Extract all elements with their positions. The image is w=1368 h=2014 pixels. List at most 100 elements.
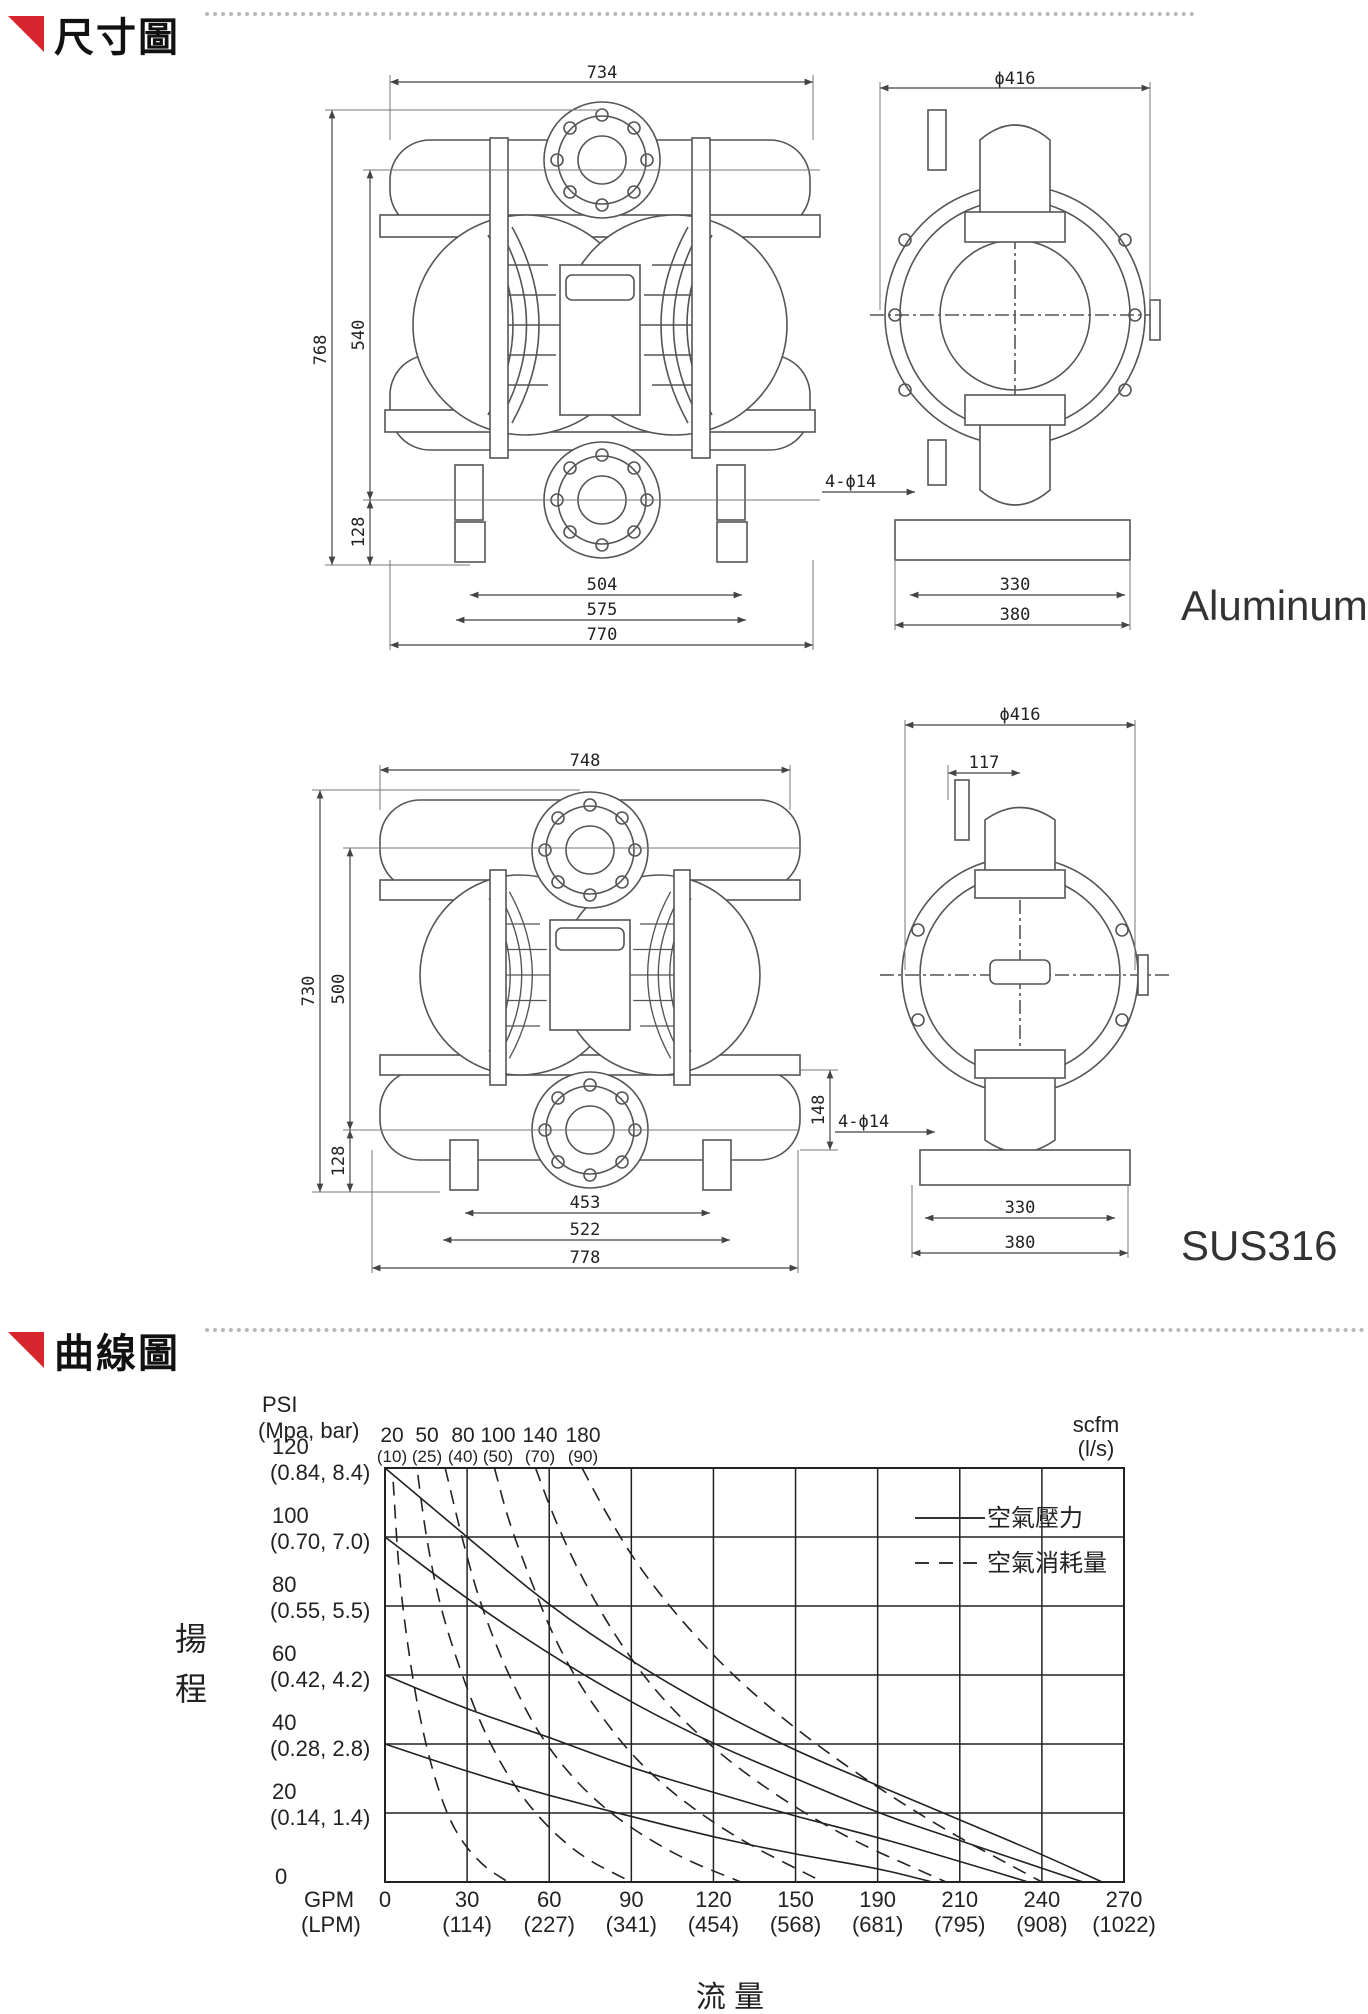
scfm-label: scfm [1073, 1412, 1119, 1437]
side-base [894, 519, 1131, 561]
y-tick-label: 60 [272, 1641, 296, 1666]
scfm-tick-label: 180 [565, 1424, 600, 1447]
x-tick-label: 190 [859, 1887, 896, 1912]
dim-768: 768 [311, 335, 331, 366]
scfm-tick-sublabel: (50) [483, 1447, 513, 1466]
sus316-front-view [379, 791, 801, 1191]
x-tick-sublabel: (454) [688, 1912, 739, 1937]
air-curve-0 [392, 1481, 509, 1883]
x-tick-sublabel: (908) [1016, 1912, 1067, 1937]
sus316-side-view [880, 779, 1170, 1186]
dim-453: 453 [570, 1193, 601, 1213]
dimensions-section-header: 尺寸圖 [0, 12, 180, 61]
sus316-side-dims: ϕ416 117 4-ϕ14 330 380 [835, 705, 1136, 1258]
x-tick-label: 210 [941, 1887, 978, 1912]
section-title: 尺寸圖 [54, 15, 180, 61]
dim-330: 330 [1000, 575, 1031, 595]
x-tick-label: 90 [619, 1887, 643, 1912]
sus316-front-dims: 748 730 500 128 148 453 522 778 [299, 751, 838, 1273]
chart-labels: PSI (Mpa, bar) 揚 程 流 量 GPM (LPM) scfm (l… [175, 1392, 1156, 2014]
dim-128: 128 [349, 517, 369, 548]
aluminum-side-view [870, 109, 1161, 561]
pressure-curve-1 [384, 1536, 1084, 1883]
xunit-gpm: GPM [304, 1887, 354, 1912]
dim-734: 734 [587, 63, 618, 83]
divider [205, 12, 1195, 16]
x-tick-sublabel: (795) [934, 1912, 985, 1937]
dim-540: 540 [349, 320, 369, 351]
dim-748: 748 [570, 751, 601, 771]
dim-730: 730 [299, 976, 319, 1007]
y-tick-sublabel: (0.14, 1.4) [270, 1805, 370, 1830]
scfm-tick-label: 140 [522, 1424, 557, 1447]
pressure-curve-0 [384, 1467, 1103, 1883]
aluminum-front-view [379, 101, 821, 563]
scfm-sub: (l/s) [1078, 1436, 1115, 1461]
x-tick-sublabel: (1022) [1092, 1912, 1156, 1937]
scfm-tick-label: 100 [480, 1424, 515, 1447]
y-tick-sublabel: (0.84, 8.4) [270, 1460, 370, 1485]
dim-770: 770 [587, 625, 618, 645]
material-label-sus316: SUS316 [1181, 1222, 1338, 1269]
y-tick-label: 0 [275, 1864, 287, 1889]
dim-380: 380 [1000, 605, 1031, 625]
y-tick-label: 120 [272, 1434, 309, 1459]
y-tick-sublabel: (0.55, 5.5) [270, 1598, 370, 1623]
x-tick-sublabel: (681) [852, 1912, 903, 1937]
y-tick-label: 20 [272, 1779, 296, 1804]
aluminum-front-dims: 734 768 540 128 504 575 770 [311, 63, 820, 650]
y-tick-label: 80 [272, 1572, 296, 1597]
x-tick-sublabel: (227) [524, 1912, 575, 1937]
section-title: 曲線圖 [54, 1331, 180, 1377]
yaxis-subtitle: (Mpa, bar) [258, 1418, 359, 1443]
yaxis-title: PSI [262, 1392, 297, 1417]
pressure-curve-2 [384, 1674, 1029, 1883]
xlabel-cn: 流 量 [696, 1981, 764, 2014]
scfm-tick-label: 20 [380, 1424, 403, 1447]
air-curve-5 [581, 1467, 1043, 1883]
dim-778: 778 [570, 1248, 601, 1268]
dim-117: 117 [969, 753, 1000, 773]
legend-dashed: 空氣消耗量 [987, 1550, 1107, 1577]
material-label-aluminum: Aluminum [1181, 582, 1368, 629]
y-tick-label: 40 [272, 1710, 296, 1735]
scfm-tick-label: 80 [451, 1424, 474, 1447]
dim-575: 575 [587, 600, 618, 620]
pressure-curve-3 [384, 1743, 933, 1883]
scfm-tick-sublabel: (70) [525, 1447, 555, 1466]
dim-500: 500 [329, 974, 349, 1005]
y-tick-sublabel: (0.28, 2.8) [270, 1736, 370, 1761]
divider [205, 1328, 1365, 1332]
x-tick-sublabel: (341) [606, 1912, 657, 1937]
red-triangle-icon [8, 16, 44, 52]
x-tick-label: 150 [777, 1887, 814, 1912]
x-tick-label: 30 [455, 1887, 479, 1912]
ylabel-cn-2: 程 [175, 1671, 207, 1707]
y-tick-label: 100 [272, 1503, 309, 1528]
x-tick-label: 270 [1106, 1887, 1143, 1912]
aluminum-side-dims: ϕ416 4-ϕ14 330 380 [822, 69, 1151, 630]
dim-330-sus: 330 [1005, 1198, 1036, 1218]
scfm-tick-sublabel: (90) [568, 1447, 598, 1466]
scfm-tick-label: 50 [415, 1424, 438, 1447]
legend-solid: 空氣壓力 [987, 1505, 1083, 1532]
air-curve-2 [444, 1467, 742, 1883]
air-curve-3 [493, 1467, 824, 1883]
air-curve-4 [534, 1467, 947, 1883]
dim-bolt-sus: 4-ϕ14 [838, 1112, 889, 1132]
scfm-tick-sublabel: (25) [412, 1447, 442, 1466]
scfm-tick-sublabel: (10) [377, 1447, 407, 1466]
dim-522: 522 [570, 1220, 601, 1240]
scfm-tick-sublabel: (40) [448, 1447, 478, 1466]
dim-128-sus: 128 [329, 1146, 349, 1177]
red-triangle-icon [8, 1332, 44, 1368]
air-curve-1 [417, 1474, 632, 1883]
curve-section-header: 曲線圖 [0, 1328, 180, 1377]
chart-curves [384, 1467, 1103, 1883]
dim-bolt: 4-ϕ14 [825, 472, 876, 492]
dim-504: 504 [587, 575, 618, 595]
chart-grid [384, 1467, 1125, 1883]
x-tick-label: 60 [537, 1887, 561, 1912]
ylabel-cn-1: 揚 [175, 1621, 207, 1657]
